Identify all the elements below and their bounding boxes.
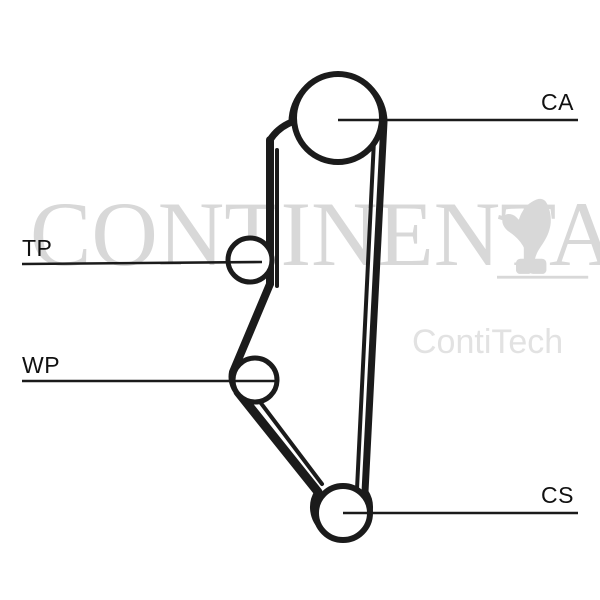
belt-inner-right xyxy=(355,138,376,491)
callout-label-wp: WP xyxy=(22,352,60,378)
belt-outer-lower-left xyxy=(233,387,323,497)
camshaft-pulley[interactable] xyxy=(291,71,385,165)
callout-labels-group: CA TP WP CS xyxy=(22,89,574,508)
leader-line-tp xyxy=(21,260,263,266)
watermark-group: CONTINENTAL ContiTech xyxy=(30,183,600,361)
callout-label-cs: CS xyxy=(541,482,574,508)
leader-lines-group xyxy=(21,118,578,515)
belt-wrap-ca-left xyxy=(266,118,296,144)
watermark-subbrand-text: ContiTech xyxy=(412,323,563,361)
rearing-horse-icon xyxy=(497,198,589,279)
tensioner-pulley[interactable] xyxy=(225,235,275,285)
callout-label-tp: TP xyxy=(22,235,52,261)
watermark-brand-text: CONTINENTAL xyxy=(30,183,600,285)
callout-label-ca: CA xyxy=(541,89,574,115)
